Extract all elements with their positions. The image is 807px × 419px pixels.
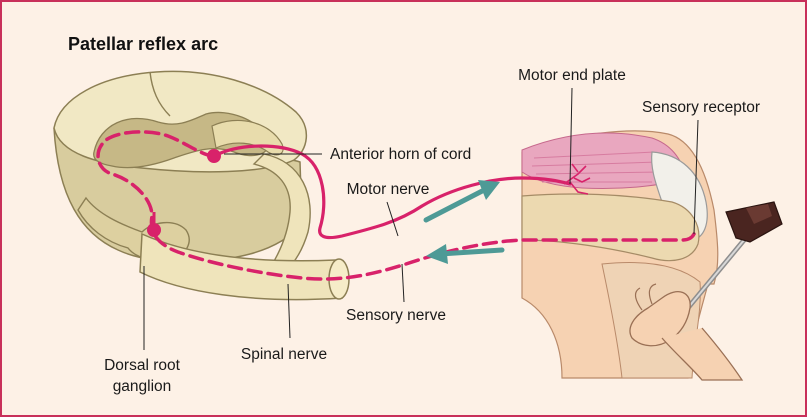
- label-motor-end-plate: Motor end plate: [518, 67, 626, 84]
- ganglion-neuron-body: [147, 223, 161, 237]
- label-spinal-nerve: Spinal nerve: [241, 346, 327, 363]
- motor-direction-arrow: [426, 180, 500, 220]
- label-sensory-receptor: Sensory receptor: [642, 99, 760, 116]
- sensory-nerve-leader: [402, 264, 404, 302]
- label-sensory-nerve: Sensory nerve: [346, 307, 446, 324]
- label-dorsal-root-line1: Dorsal root: [104, 357, 180, 374]
- label-motor-nerve: Motor nerve: [347, 181, 430, 198]
- label-dorsal-root-line2: ganglion: [113, 378, 172, 395]
- label-anterior-horn: Anterior horn of cord: [330, 146, 471, 163]
- motor-neuron-body: [207, 149, 221, 163]
